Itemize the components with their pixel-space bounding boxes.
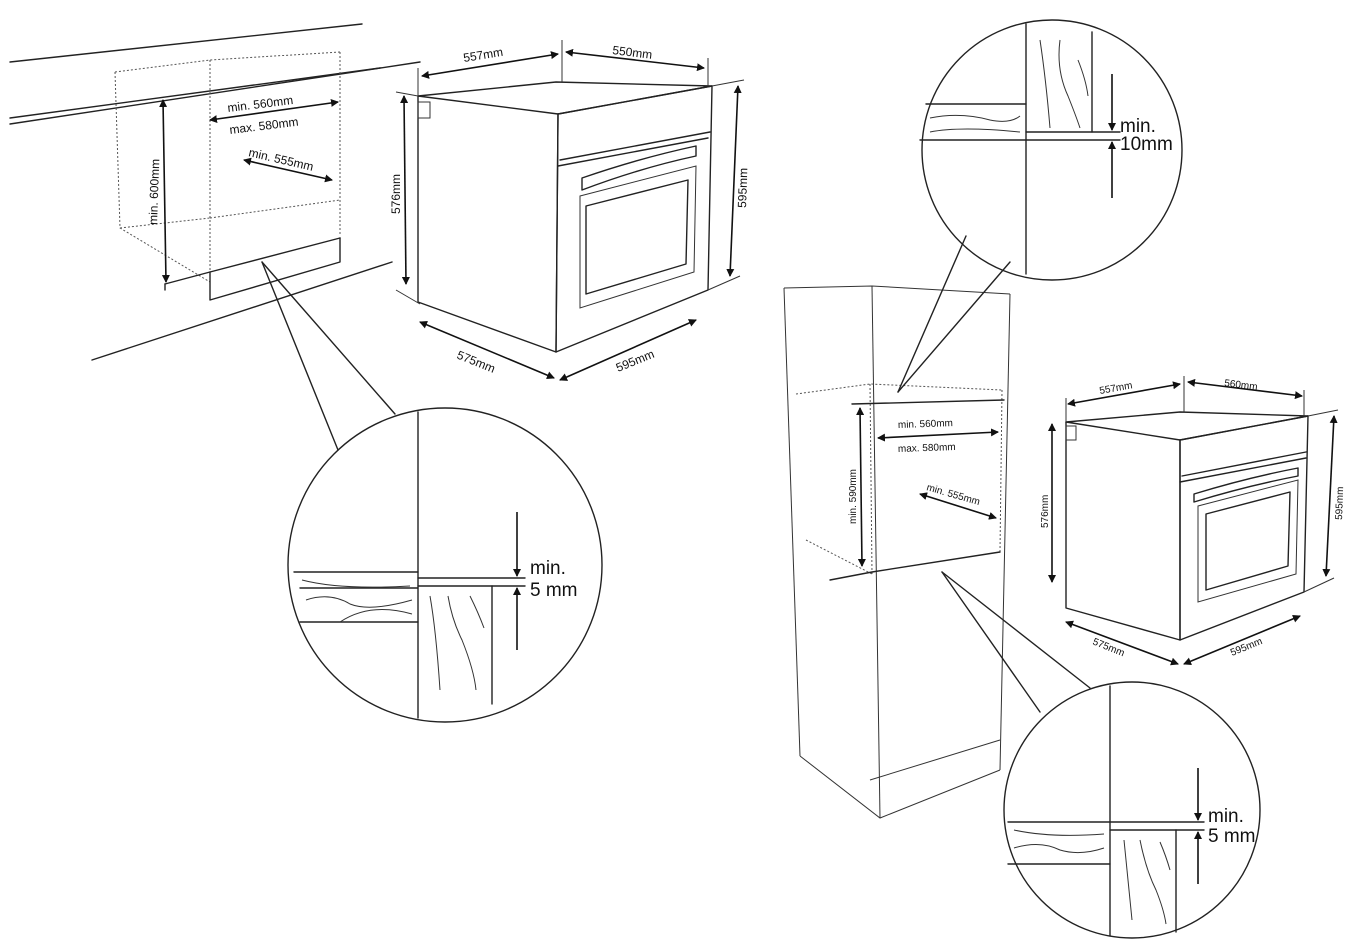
tall-unit-oven <box>1065 411 1309 641</box>
under-counter-cabinet <box>9 23 421 361</box>
oven-bottom-width-label: 595mm <box>614 347 656 375</box>
niche-depth-label: min. 555mm <box>247 145 314 173</box>
detail-min-label: min. <box>530 558 566 579</box>
under-counter-oven-dimensions: 557mm 550mm 576mm 595mm 575mm 595mm <box>389 40 750 381</box>
detail-gap-label: 5 mm <box>530 580 578 601</box>
tall-oven-front-height-label: 576mm <box>1040 495 1051 528</box>
tall-unit-top-detail: min. 10mm <box>897 19 1183 393</box>
niche-width-min-label: min. 560mm <box>227 93 294 115</box>
top-detail-gap-label: 10mm <box>1120 134 1173 155</box>
tall-niche-height-label: min. 590mm <box>848 469 859 524</box>
top-detail-min-label: min. <box>1120 116 1156 137</box>
tall-oven-top-depth-label: 557mm <box>1099 380 1134 397</box>
tall-unit-bottom-detail: min. 5 mm <box>941 571 1261 939</box>
tall-oven-top-width-label: 560mm <box>1224 378 1258 393</box>
bottom-detail-min-label: min. <box>1208 806 1244 827</box>
tall-oven-total-height-label: 595mm <box>1334 486 1346 520</box>
under-counter-niche-dimensions: min. 600mm min. 560mm max. 580mm min. 55… <box>146 93 339 283</box>
tall-unit-cabinet <box>783 285 1011 819</box>
niche-width-max-label: max. 580mm <box>229 115 300 137</box>
oven-front-height-label: 576mm <box>389 174 403 214</box>
oven-top-depth-label: 557mm <box>462 45 504 65</box>
bottom-detail-gap-label: 5 mm <box>1208 826 1256 847</box>
tall-unit-oven-dimensions: 557mm 560mm 576mm 595mm 575mm 595mm <box>1040 376 1346 666</box>
tall-unit-niche-dimensions: min. 590mm min. 560mm max. 580mm min. 55… <box>848 407 999 567</box>
niche-height-label: min. 600mm <box>146 159 162 225</box>
tall-niche-width-min-label: min. 560mm <box>898 418 953 431</box>
oven-total-height-label: 595mm <box>735 168 750 208</box>
under-counter-detail: min. 5 mm <box>261 261 603 723</box>
tall-oven-bottom-depth-label: 575mm <box>1091 637 1126 660</box>
tall-oven-bottom-width-label: 595mm <box>1229 636 1264 659</box>
under-counter-oven <box>417 81 713 353</box>
tall-niche-width-max-label: max. 580mm <box>898 442 956 455</box>
oven-top-width-label: 550mm <box>612 43 653 62</box>
